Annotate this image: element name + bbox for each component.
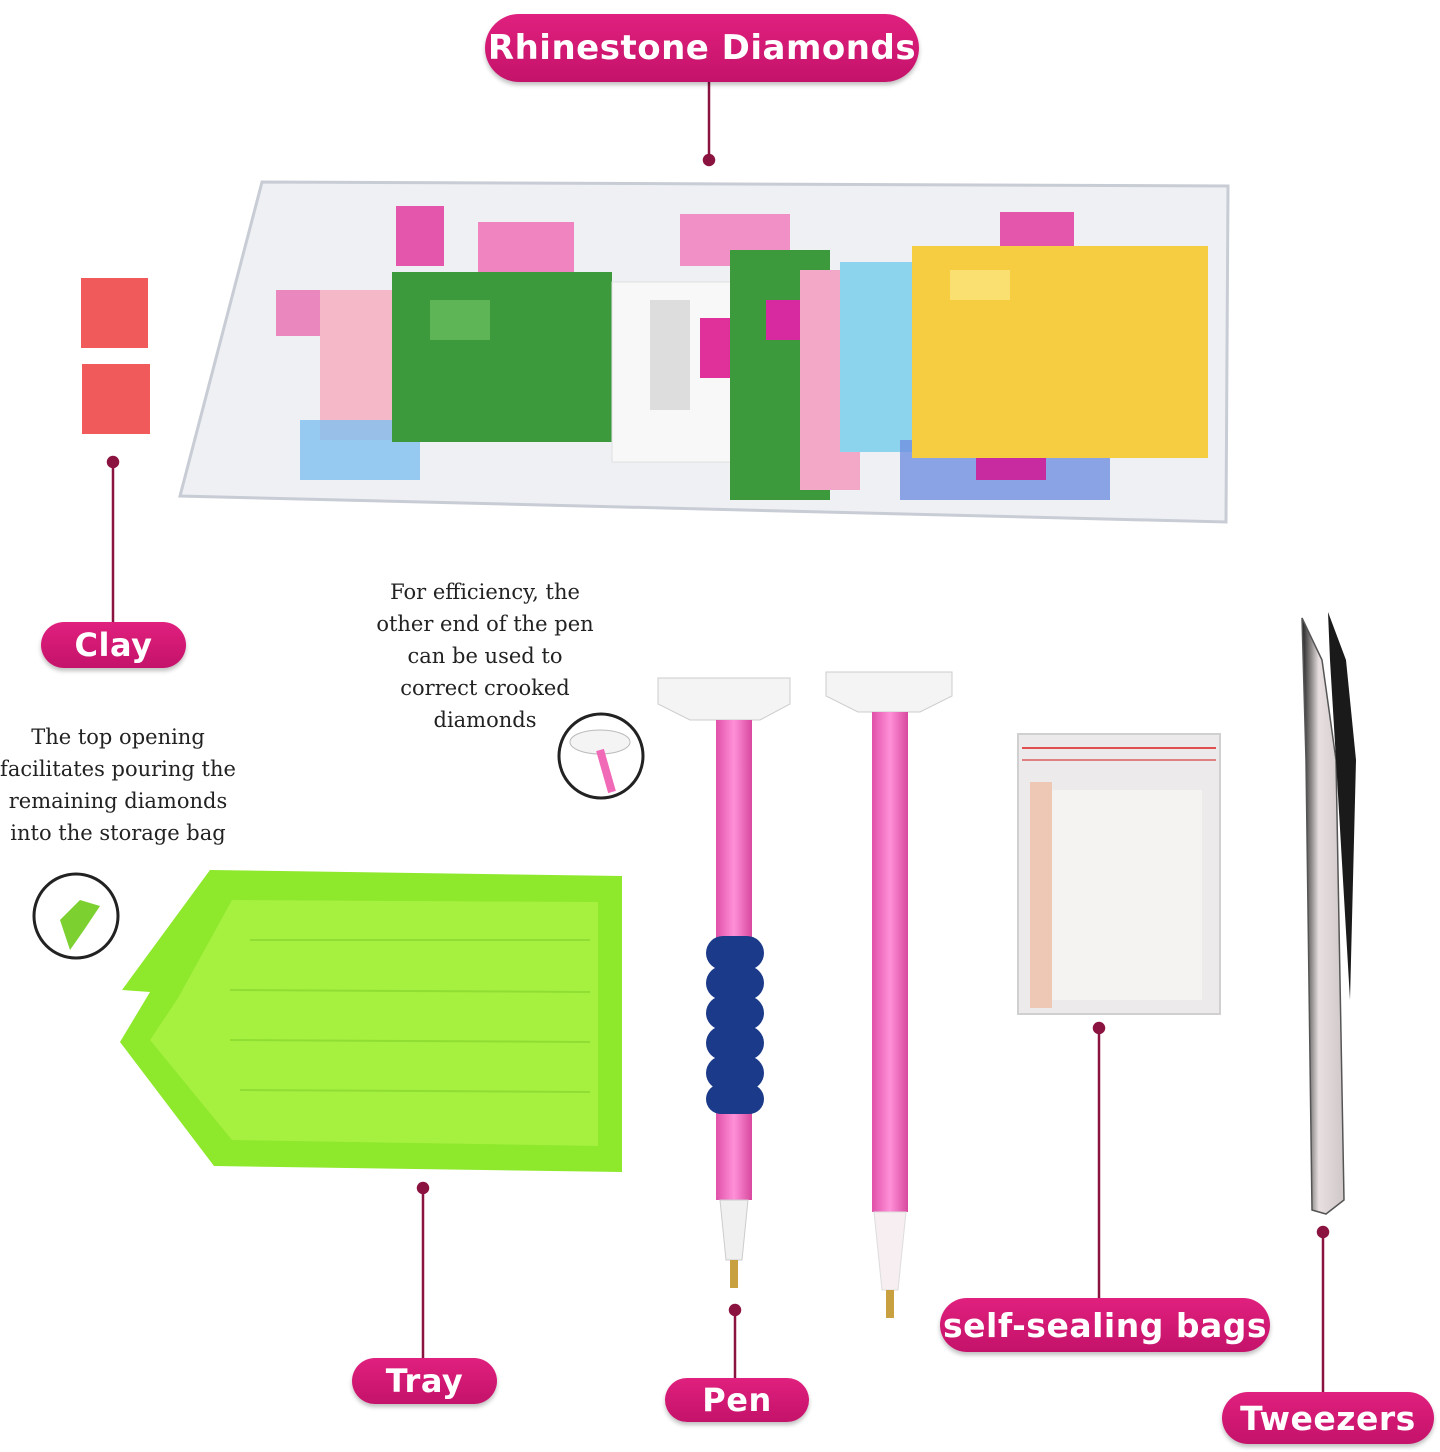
rhinestone-diamonds-label-text: Rhinestone Diamonds [487,28,917,68]
tray-note-line: The top opening [31,725,205,749]
tray-note-line: into the storage bag [10,821,226,845]
tray-label: Tray [352,1358,497,1404]
self-sealing-bags-label: self-sealing bags [940,1298,1270,1352]
rhinestone-bag-image [178,180,1230,524]
pen-with-grip-image [657,677,791,1288]
pen-note-line: For efficiency, the [390,580,580,604]
tray-note-line: remaining diamonds [8,789,228,813]
pen-end-zoom-image [557,712,645,800]
rhinestone-diamonds-label: Rhinestone Diamonds [485,14,919,82]
tray-opening-zoom-image [32,872,120,960]
self-sealing-bags-label-text: self-sealing bags [943,1305,1267,1345]
clay-image [81,278,150,434]
pen-note-line: other end of the pen [376,612,594,636]
tweezers-label-text: Tweezers [1240,1398,1416,1438]
tweezers-label: Tweezers [1222,1392,1434,1444]
leader-lines [106,82,1330,1392]
pen-image [825,671,953,1318]
pen-note-line: can be used to [407,644,563,668]
tray-label-text: Tray [385,1362,464,1400]
tray-note-line: facilitates pouring the [0,757,236,781]
pen-note-line: correct crooked [400,676,570,700]
tray-note: The top opening facilitates pouring the … [0,721,236,849]
pen-note: For efficiency, the other end of the pen… [360,576,610,736]
pen-note-line: diamonds [433,708,537,732]
pen-label: Pen [665,1378,809,1422]
clay-label: Clay [41,622,186,668]
tweezers-image [1301,612,1356,1215]
pen-label-text: Pen [702,1381,772,1419]
self-sealing-bags-image [1017,733,1221,1015]
tray-image [120,870,622,1172]
clay-label-text: Clay [74,626,153,664]
